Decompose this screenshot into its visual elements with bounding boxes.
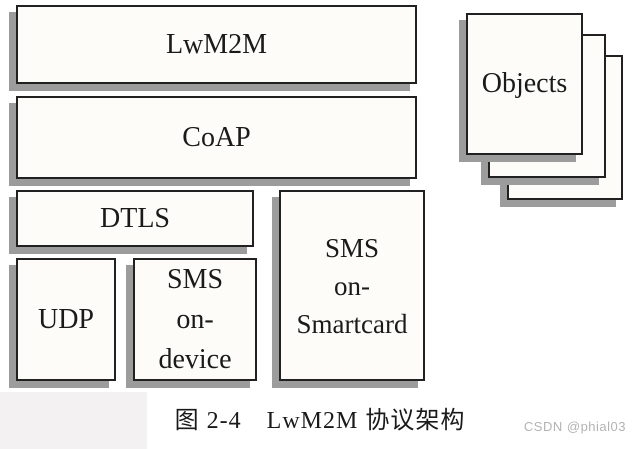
sms-on-device-layer-box: SMS on- device: [133, 258, 257, 381]
sms-on-device-layer-label: SMS on- device: [158, 263, 232, 375]
lwm2m-layer-box: LwM2M: [16, 5, 417, 84]
sms-on-smartcard-layer-box: SMS on- Smartcard: [279, 190, 425, 381]
objects-stack-card-front: Objects: [466, 13, 583, 155]
udp-layer-label: UDP: [37, 303, 94, 335]
lwm2m-layer-label: LwM2M: [165, 28, 268, 60]
coap-layer-box: CoAP: [16, 96, 417, 179]
sms-on-smartcard-layer-label: SMS on- Smartcard: [296, 232, 408, 339]
corner-tint-overlay: [0, 392, 147, 449]
figure-title: LwM2M 协议架构: [266, 408, 466, 434]
dtls-layer-label: DTLS: [100, 202, 170, 234]
figure-number: 图 2-4: [174, 408, 242, 434]
csdn-watermark: CSDN @phial03: [523, 419, 626, 434]
figure-caption: 图 2-4 LwM2M 协议架构: [0, 400, 640, 435]
dtls-layer-box: DTLS: [16, 190, 254, 247]
udp-layer-box: UDP: [16, 258, 116, 381]
objects-label: Objects: [481, 68, 568, 99]
coap-layer-label: CoAP: [182, 121, 251, 153]
